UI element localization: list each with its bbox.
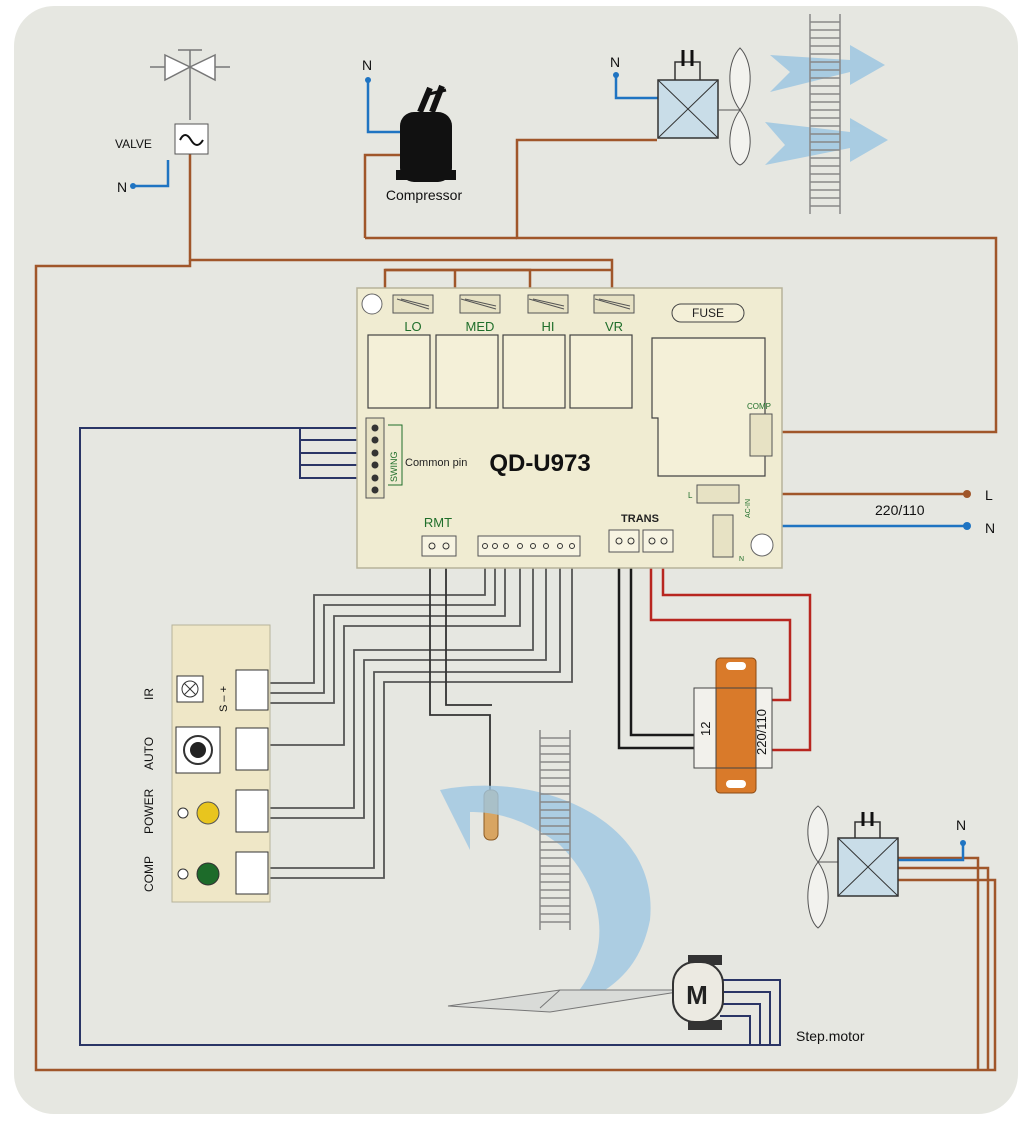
panel-ir-label: IR <box>142 688 156 700</box>
outdoor-fan-n-label: N <box>610 54 620 70</box>
swing-connector <box>365 417 385 499</box>
relay-label-med: MED <box>466 319 495 334</box>
indoor-airflow <box>440 785 651 1010</box>
valve-n-label: N <box>117 179 127 195</box>
rmt-label: RMT <box>424 515 452 530</box>
display-connector-pins <box>482 543 575 549</box>
auto-connector <box>235 727 269 771</box>
outdoor-coil <box>809 14 841 214</box>
acin-label: AC-IN <box>745 499 752 518</box>
panel-wires <box>270 548 573 879</box>
supply-voltage-label: 220/110 <box>875 502 925 518</box>
display-panel: S – + <box>171 624 271 903</box>
acin-l-connector <box>696 484 740 504</box>
display-connector <box>477 535 581 557</box>
comp-label: COMP <box>747 402 771 411</box>
trans-primary-connector <box>642 529 674 553</box>
indoor-fan-motor-icon <box>837 812 899 897</box>
transformer-wires <box>617 548 812 752</box>
panel-power-label: POWER <box>142 788 156 834</box>
swing-label: SWING <box>389 452 399 483</box>
comp-led <box>196 862 220 886</box>
relays <box>367 334 633 409</box>
trans-secondary-connector <box>608 529 640 553</box>
line-n-label: N <box>985 520 995 536</box>
comp-connector-panel <box>235 851 269 895</box>
compressor-relay <box>651 337 766 477</box>
power-connector <box>235 789 269 833</box>
common-pin-label: Common pin <box>405 457 467 469</box>
navy-wires <box>79 427 781 1046</box>
panel-auto-label: AUTO <box>142 737 156 770</box>
mount-hole <box>361 293 383 315</box>
step-motor-label: Step.motor <box>796 1028 865 1044</box>
step-motor-letter: M <box>686 980 708 1010</box>
valve-icon <box>150 49 230 120</box>
indoor-coil <box>539 730 571 930</box>
relay-label-vr: VR <box>605 319 623 334</box>
acin-l-pin-label: L <box>688 491 693 500</box>
relay-label-hi: HI <box>542 319 555 334</box>
swing-pins <box>371 424 379 494</box>
ir-pins-label: S – + <box>218 686 230 712</box>
line-l-label: L <box>985 487 993 503</box>
fuse <box>671 303 745 323</box>
indoor-fan-blade-icon <box>807 805 840 929</box>
transformer-secondary-label: 12 <box>698 722 713 736</box>
sensor-wires <box>429 562 492 790</box>
live-terminal <box>963 490 971 498</box>
power-led <box>196 801 220 825</box>
control-board: LO MED HI VR FUSE COMP AC-IN L N SW <box>356 287 783 569</box>
valve-label: VALVE <box>115 137 152 151</box>
outdoor-fan-blade-icon <box>718 47 751 166</box>
acin-n-connector <box>712 514 734 558</box>
outdoor-fan-motor-icon <box>657 50 719 139</box>
step-motor-icon <box>672 955 724 1030</box>
indoor-fan-n-label: N <box>956 817 966 833</box>
trans-label: TRANS <box>621 513 659 525</box>
relay-label-lo: LO <box>404 319 421 334</box>
ir-connector <box>235 669 269 711</box>
transformer-icon <box>693 657 773 794</box>
common-pin-bracket <box>388 424 403 486</box>
transformer-primary-label: 220/110 <box>754 709 769 755</box>
compressor-icon <box>396 84 456 182</box>
panel-comp-label: COMP <box>142 856 156 892</box>
compressor-n-label: N <box>362 57 372 73</box>
mount-hole <box>750 533 774 557</box>
neutral-terminals <box>130 72 971 846</box>
compressor-label: Compressor <box>386 187 463 203</box>
board-model: QD-U973 <box>489 450 590 477</box>
comp-connector <box>749 413 773 457</box>
comp-indicator-dot <box>177 868 189 880</box>
fuse-label: FUSE <box>692 306 724 320</box>
rmt-connector <box>421 535 457 557</box>
power-indicator-dot <box>177 807 189 819</box>
acin-n-pin-label: N <box>739 556 744 563</box>
